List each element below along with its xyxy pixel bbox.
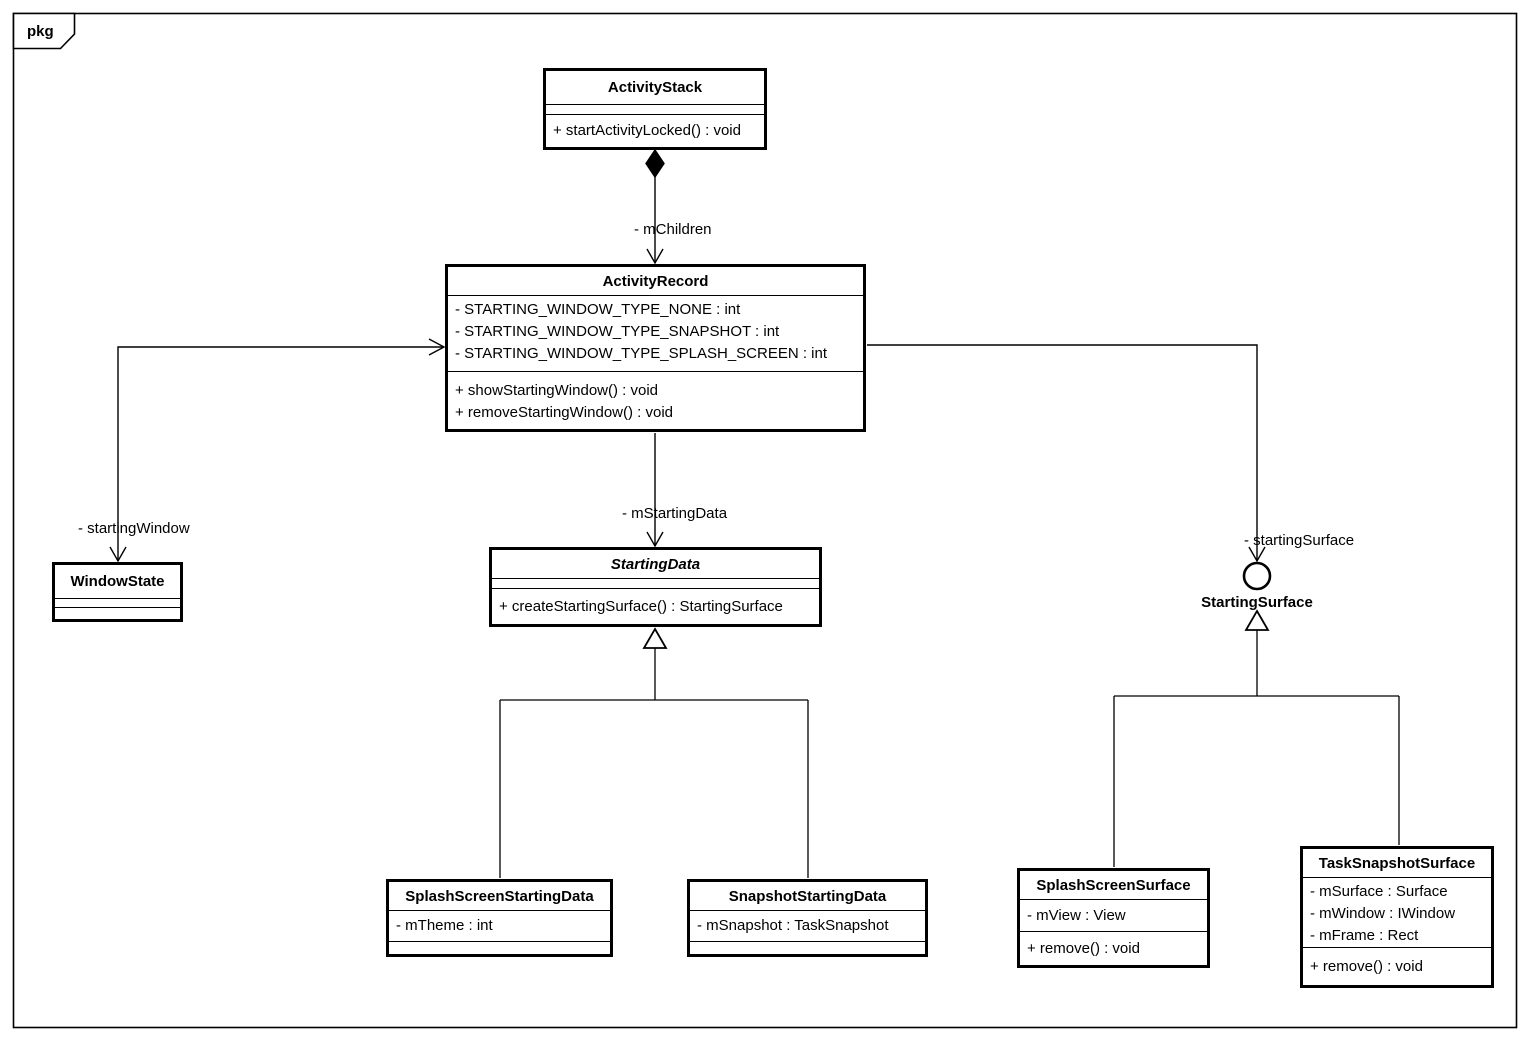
attribute: - STARTING_WINDOW_TYPE_SNAPSHOT : int bbox=[455, 323, 780, 340]
class-startingdata[interactable]: StartingData + createStartingSurface() :… bbox=[489, 547, 822, 627]
operation: + removeStartingWindow() : void bbox=[455, 404, 673, 421]
attribute: - mTheme : int bbox=[396, 917, 493, 934]
attribute: - mWindow : IWindow bbox=[1310, 905, 1456, 922]
class-title: ActivityStack bbox=[607, 79, 703, 96]
operations-compartment-empty bbox=[690, 941, 925, 954]
association-activityrecord-startingsurface bbox=[867, 344, 1272, 591]
open-arrowhead-down bbox=[646, 531, 664, 548]
class-activitystack[interactable]: ActivityStack + startActivityLocked() : … bbox=[543, 68, 767, 150]
open-arrowhead-right bbox=[428, 338, 446, 356]
operations-compartment: + remove() : void bbox=[1303, 947, 1491, 985]
class-title: StartingData bbox=[610, 555, 701, 573]
operations-compartment-empty bbox=[55, 607, 180, 619]
association-activityrecord-windowstate bbox=[109, 338, 446, 563]
class-tasksnapshotsurface[interactable]: TaskSnapshotSurface - mSurface : Surface… bbox=[1300, 846, 1494, 988]
attributes-compartment: - STARTING_WINDOW_TYPE_NONE : int - STAR… bbox=[448, 295, 863, 371]
operation: + remove() : void bbox=[1310, 957, 1423, 975]
class-splashscreenstartingdata[interactable]: SplashScreenStartingData - mTheme : int bbox=[386, 879, 613, 957]
attribute: - mSurface : Surface bbox=[1310, 883, 1448, 900]
attributes-compartment: - mView : View bbox=[1020, 899, 1207, 931]
operation: + startActivityLocked() : void bbox=[553, 122, 741, 139]
edge-label-mchildren: - mChildren bbox=[634, 221, 712, 238]
class-title: SplashScreenStartingData bbox=[405, 887, 594, 905]
package-frame-tab bbox=[12, 12, 76, 50]
attribute: - mView : View bbox=[1027, 906, 1126, 924]
operations-compartment: + createStartingSurface() : StartingSurf… bbox=[492, 588, 819, 624]
attribute: - STARTING_WINDOW_TYPE_NONE : int bbox=[455, 301, 741, 318]
package-frame bbox=[12, 12, 1518, 1029]
hollow-triangle-up bbox=[642, 627, 668, 649]
class-snapshotstartingdata[interactable]: SnapshotStartingData - mSnapshot : TaskS… bbox=[687, 879, 928, 957]
attributes-compartment-empty bbox=[492, 578, 819, 588]
attributes-compartment: - mTheme : int bbox=[389, 910, 610, 941]
open-arrowhead-down bbox=[109, 546, 127, 563]
class-splashscreensurface[interactable]: SplashScreenSurface - mView : View + rem… bbox=[1017, 868, 1210, 968]
operations-compartment-empty bbox=[389, 941, 610, 954]
composition-activitystack-activityrecord bbox=[645, 148, 665, 265]
open-arrowhead-down bbox=[1248, 546, 1266, 563]
class-title: SplashScreenSurface bbox=[1036, 876, 1191, 894]
class-title: WindowState bbox=[70, 573, 165, 590]
attribute: - mFrame : Rect bbox=[1310, 927, 1419, 944]
attributes-compartment: - mSnapshot : TaskSnapshot bbox=[690, 910, 925, 941]
attributes-compartment-empty bbox=[55, 598, 180, 607]
class-title: SnapshotStartingData bbox=[728, 887, 887, 905]
open-arrowhead-down bbox=[646, 248, 664, 265]
association-activityrecord-startingdata bbox=[646, 433, 664, 548]
class-windowstate[interactable]: WindowState bbox=[52, 562, 183, 622]
edge-label-startingsurface: - startingSurface bbox=[1244, 532, 1355, 549]
interface-label-startingsurface: StartingSurface bbox=[1201, 594, 1313, 611]
operation: + showStartingWindow() : void bbox=[455, 382, 658, 399]
edge-label-startingwindow: - startingWindow bbox=[78, 520, 190, 537]
class-activityrecord[interactable]: ActivityRecord - STARTING_WINDOW_TYPE_NO… bbox=[445, 264, 866, 432]
attribute: - mSnapshot : TaskSnapshot bbox=[697, 917, 889, 934]
class-title: TaskSnapshotSurface bbox=[1318, 854, 1476, 872]
attribute: - STARTING_WINDOW_TYPE_SPLASH_SCREEN : i… bbox=[455, 345, 828, 362]
operations-compartment: + showStartingWindow() : void + removeSt… bbox=[448, 371, 863, 429]
operations-compartment: + startActivityLocked() : void bbox=[546, 114, 764, 147]
interface-circle bbox=[1242, 561, 1272, 591]
generalization-startingdata-children bbox=[499, 627, 809, 878]
generalization-startingsurface-children bbox=[1113, 609, 1400, 867]
operation: + createStartingSurface() : StartingSurf… bbox=[499, 597, 783, 615]
attributes-compartment: - mSurface : Surface - mWindow : IWindow… bbox=[1303, 877, 1491, 947]
attributes-compartment-empty bbox=[546, 104, 764, 114]
hollow-triangle-up bbox=[1244, 609, 1270, 631]
package-tab-label: pkg bbox=[27, 23, 54, 40]
operation: + remove() : void bbox=[1027, 939, 1140, 957]
class-title: ActivityRecord bbox=[602, 272, 709, 290]
composition-diamond bbox=[645, 148, 665, 179]
edge-label-mstartingdata: - mStartingData bbox=[622, 505, 728, 522]
operations-compartment: + remove() : void bbox=[1020, 931, 1207, 965]
